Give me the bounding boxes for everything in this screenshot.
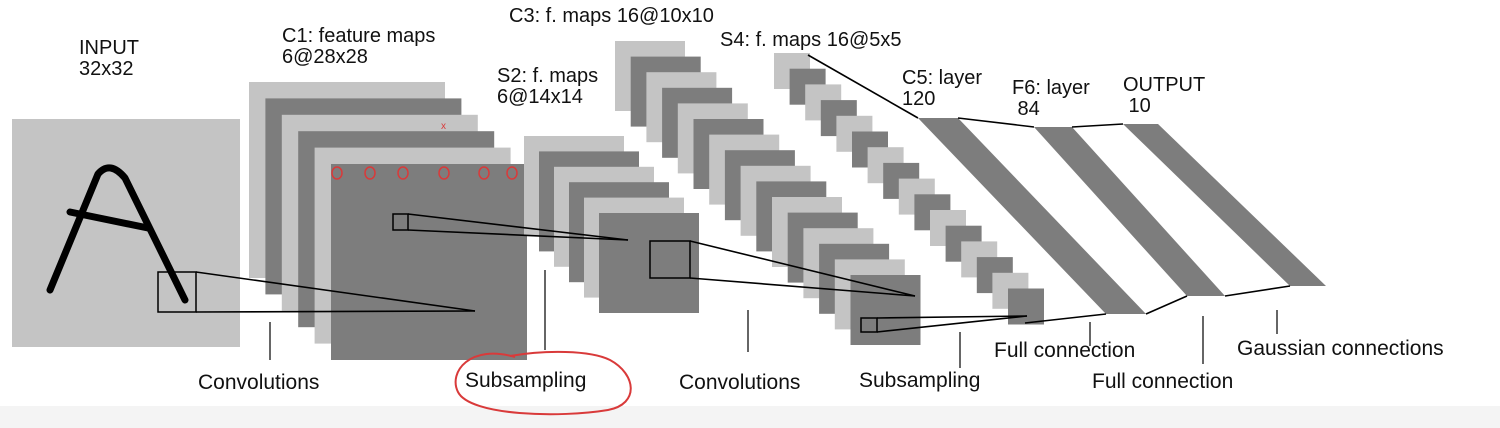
c5-fan-bottom <box>1024 313 1107 324</box>
red-loop-mark-1 <box>331 166 343 180</box>
full-connection-label-1: Full connection <box>994 339 1136 362</box>
s2-map-6 <box>599 213 699 313</box>
s4-label: S4: f. maps 16@5x5 <box>720 29 902 51</box>
c1-receptive-field <box>392 213 409 231</box>
subsampling-label-1: Subsampling <box>465 369 587 392</box>
subsampling-circle-annotation <box>454 350 632 416</box>
s2-label: S2: f. maps 6@14x14 <box>497 65 599 108</box>
connection-lines <box>157 54 1291 368</box>
red-loop-mark-6 <box>506 166 518 180</box>
convolutions-label-1: Convolutions <box>198 371 320 394</box>
c1-map-6 <box>331 164 527 360</box>
video-bottom-band <box>0 406 1500 428</box>
sub1-projection-top <box>407 213 629 241</box>
input-label: INPUT 32x32 <box>79 37 139 80</box>
c3-label: C3: f. maps 16@10x10 <box>509 5 714 27</box>
s2-feature-maps <box>524 136 699 313</box>
s4-feature-maps <box>774 53 1044 325</box>
full-connection-label-2: Full connection <box>1092 370 1234 393</box>
input-receptive-field <box>157 271 197 313</box>
red-loop-mark-4 <box>438 166 450 180</box>
red-loop-mark-5 <box>478 166 490 180</box>
s4-receptive-field <box>860 317 878 333</box>
s2-receptive-field <box>649 240 691 279</box>
c1-feature-maps <box>249 82 527 360</box>
input-image <box>12 119 240 347</box>
c3-map-16 <box>850 275 921 345</box>
f6-layer-bar <box>1034 127 1225 296</box>
c1-label: C1: feature maps 6@28x28 <box>282 25 436 68</box>
c5-layer-bar <box>918 118 1146 314</box>
s4-map-16 <box>1008 288 1044 325</box>
output-layer-bar <box>1123 124 1326 286</box>
conv2-projection-bottom <box>689 277 916 297</box>
c5-f6-bottom <box>1145 295 1188 315</box>
handwritten-annotations: x <box>331 121 632 416</box>
input-glyph-stroke <box>46 164 189 304</box>
red-x-mark: x <box>441 121 446 132</box>
f6-output-top <box>1071 123 1124 128</box>
red-loop-mark-3 <box>397 166 409 180</box>
f6-output-bottom <box>1224 285 1291 297</box>
convolutions-label-2: Convolutions <box>679 371 801 394</box>
c5-label: C5: layer 120 <box>902 67 983 110</box>
c5-f6-top <box>957 117 1035 128</box>
sub2-projection-top <box>876 315 1028 319</box>
gaussian-connections-label: Gaussian connections <box>1237 337 1444 360</box>
subsampling-label-2: Subsampling <box>859 369 981 392</box>
feature-map-stacks <box>12 41 1326 360</box>
conv2-projection-top <box>689 240 916 297</box>
sub2-projection-bottom <box>876 315 1028 333</box>
red-loop-mark-2 <box>364 166 376 180</box>
input-glyph-crossbar <box>66 208 152 232</box>
conv1-projection-top <box>195 271 476 312</box>
conv1-projection-bottom <box>195 310 476 313</box>
f6-label: F6: layer 84 <box>1012 77 1090 120</box>
output-label: OUTPUT 10 <box>1123 74 1206 117</box>
c5-fan-top <box>807 54 919 119</box>
sub1-projection-bottom <box>407 229 629 241</box>
